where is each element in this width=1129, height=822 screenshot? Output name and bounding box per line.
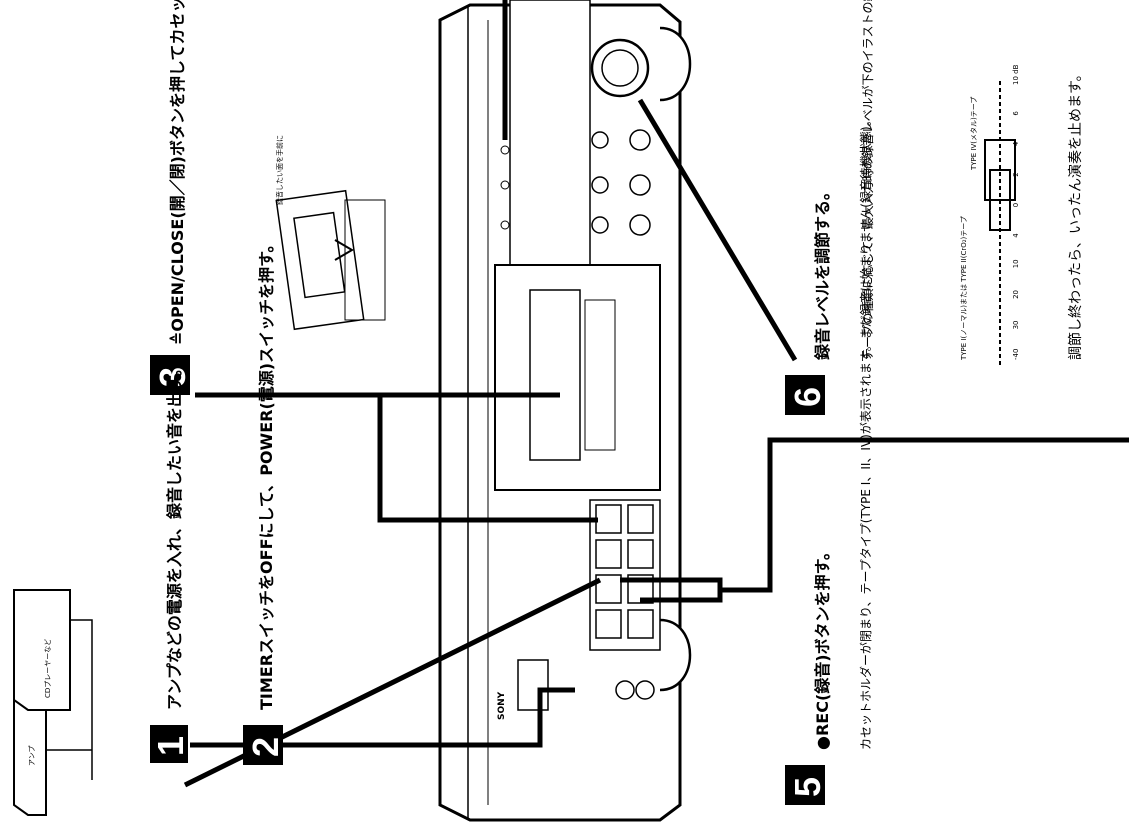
amp-label: アンプ xyxy=(28,745,36,766)
meter-scale-label: 4 xyxy=(1012,141,1020,146)
meter-scale-label: 4 xyxy=(1012,233,1020,238)
device-connector-line xyxy=(46,619,93,780)
svg-text:1: 1 xyxy=(150,736,191,756)
svg-text:2: 2 xyxy=(245,737,286,757)
step-6-note: 調節し終わったら、いったん演奏を止めます。 xyxy=(1067,67,1084,360)
meter-label-type1: TYPE I(ノーマル)または TYPE II(CrO₂)テープ xyxy=(960,216,968,361)
step-badge-1: 1 xyxy=(150,725,191,763)
step-1-heading: アンプなどの電源を入れ、録音したい音を出す。 xyxy=(165,361,184,710)
step-6-heading: 録音レベルを調節する。 xyxy=(813,184,832,360)
step-badge-5: 5 xyxy=(785,765,828,805)
cd-player-device-box: CDプレーヤーなど xyxy=(13,589,71,711)
meter-scale-label: 10 xyxy=(1012,259,1020,268)
step-badge-6: 6 xyxy=(785,375,828,415)
cd-player-label: CDプレーヤーなど xyxy=(44,639,52,698)
step-2-heading: TIMERスイッチをOFFにして、POWER(電源)スイッチを押す。 xyxy=(257,237,276,710)
deck-brand: SONY xyxy=(497,691,507,720)
svg-text:6: 6 xyxy=(787,387,828,407)
meter-scale-label: 0 xyxy=(1012,203,1020,207)
cassette-insert-illustration: 録音したい面を手前に xyxy=(275,135,386,331)
step-5-body: カセットホルダーが閉まり、テープタイプ(TYPE I、II、IV)が表示されます… xyxy=(858,114,873,750)
meter-scale-label: 10 dB xyxy=(1012,64,1020,85)
step-5-heading: ●REC(録音)ボタンを押す。 xyxy=(813,544,832,750)
meter-scale-label: -40 xyxy=(1012,349,1020,360)
meter-label-type4: TYPE IV(メタル)テープ xyxy=(969,97,978,171)
cassette-deck: SONY xyxy=(438,0,692,822)
svg-text:5: 5 xyxy=(787,777,828,797)
level-meter: TYPE I(ノーマル)または TYPE II(CrO₂)テープ TYPE IV… xyxy=(960,80,1016,365)
step-badge-2b: 2 xyxy=(243,725,286,765)
step-6-body: テープの種類に応じて、最大入力時の録音レベルが下のイラストの範囲内になるように調… xyxy=(860,0,875,360)
illustration-label: 録音したい面を手前に xyxy=(275,135,284,205)
step-3-heading: ≙OPEN/CLOSE(開／閉)ボタンを押してカセットを入れる。 xyxy=(168,0,187,345)
svg-text:3: 3 xyxy=(152,367,193,387)
meter-scale-label: 2 xyxy=(1012,172,1020,176)
meter-scale-label: 6 xyxy=(1012,111,1020,116)
meter-scale-label: 30 xyxy=(1012,320,1020,329)
step-badge-3: 3 xyxy=(150,355,193,395)
meter-scale-label: 20 xyxy=(1012,290,1020,299)
